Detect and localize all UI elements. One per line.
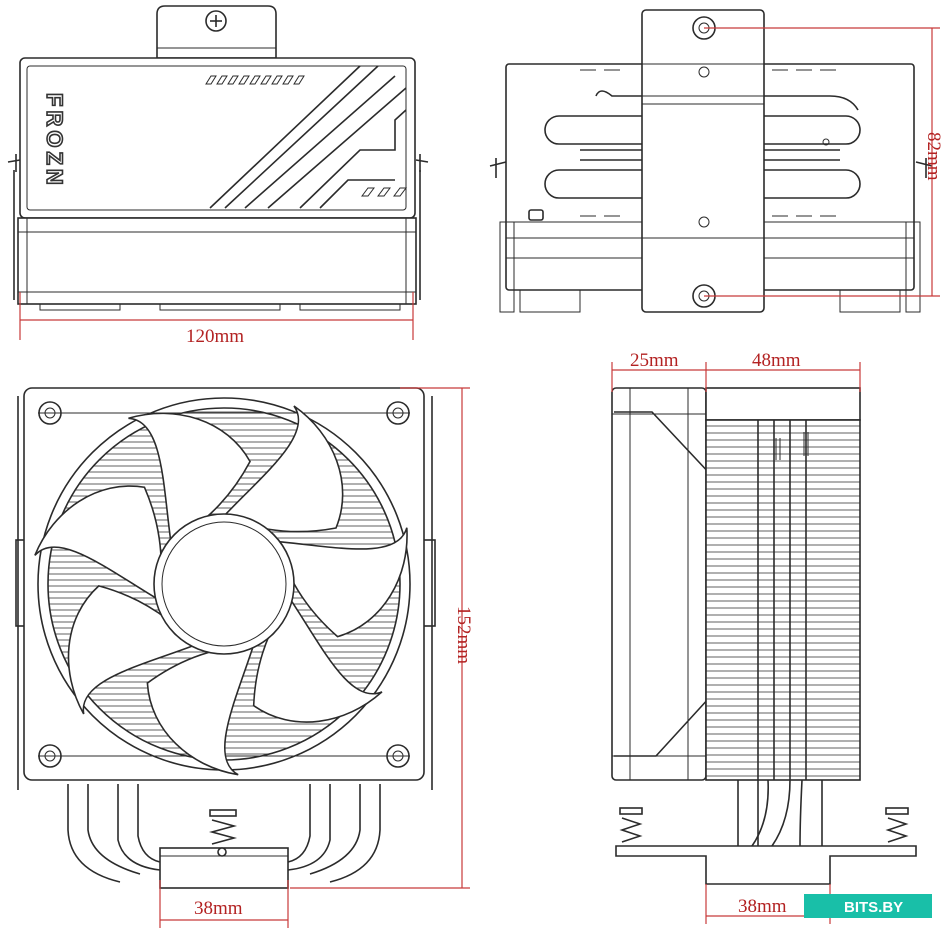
fan-hub — [153, 513, 295, 655]
side-top-view: 82mm — [489, 9, 944, 313]
side-top-cap — [705, 387, 861, 421]
spring-icon — [208, 809, 238, 857]
fan-blades — [34, 405, 408, 776]
dim-top-width: 120mm — [19, 292, 414, 347]
dim-fin-depth: 48mm — [706, 350, 861, 392]
brand-label: FROZN — [42, 93, 67, 189]
side-fins — [706, 425, 860, 777]
spring-icon — [619, 807, 643, 843]
top-vents — [205, 75, 305, 85]
dim-side-height: 82mm — [704, 27, 944, 297]
top-cover — [19, 57, 416, 219]
dim-label-side-base: 38mm — [738, 896, 787, 917]
dim-front-base: 38mm — [159, 880, 289, 928]
watermark-badge: BITS.BY — [804, 894, 932, 918]
screw-small-icon — [698, 216, 710, 228]
top-fin-stack — [17, 217, 417, 305]
top-mount-bracket — [156, 5, 277, 59]
dim-fan-thickness: 25mm — [611, 350, 707, 392]
front-heatpipes — [67, 784, 381, 883]
side-pipes-vertical — [757, 420, 807, 780]
watermark-text: BITS.BY — [844, 899, 903, 916]
dim-label-front-height: 152mm — [453, 606, 474, 664]
spring-icon — [885, 807, 909, 843]
dim-label-fin-depth: 48mm — [752, 350, 801, 371]
dim-label-front-base: 38mm — [194, 898, 243, 919]
side-fan-profile — [611, 387, 707, 781]
dim-label-fan-thickness: 25mm — [630, 350, 679, 371]
top-view: FROZN 120mm — [7, 5, 429, 347]
center-mount-column — [641, 9, 765, 313]
screw-small-icon — [698, 66, 710, 78]
side-view: 25mm 48mm 38mm — [611, 350, 917, 924]
side-base — [615, 845, 917, 885]
dim-label-top-width: 120mm — [186, 326, 244, 347]
dim-label-side-height: 82mm — [923, 132, 944, 181]
top-stripe-design — [209, 65, 407, 209]
front-view: 152mm 38mm — [15, 387, 474, 928]
dim-front-height: 152mm — [290, 387, 474, 889]
side-fin-stack — [705, 419, 861, 781]
